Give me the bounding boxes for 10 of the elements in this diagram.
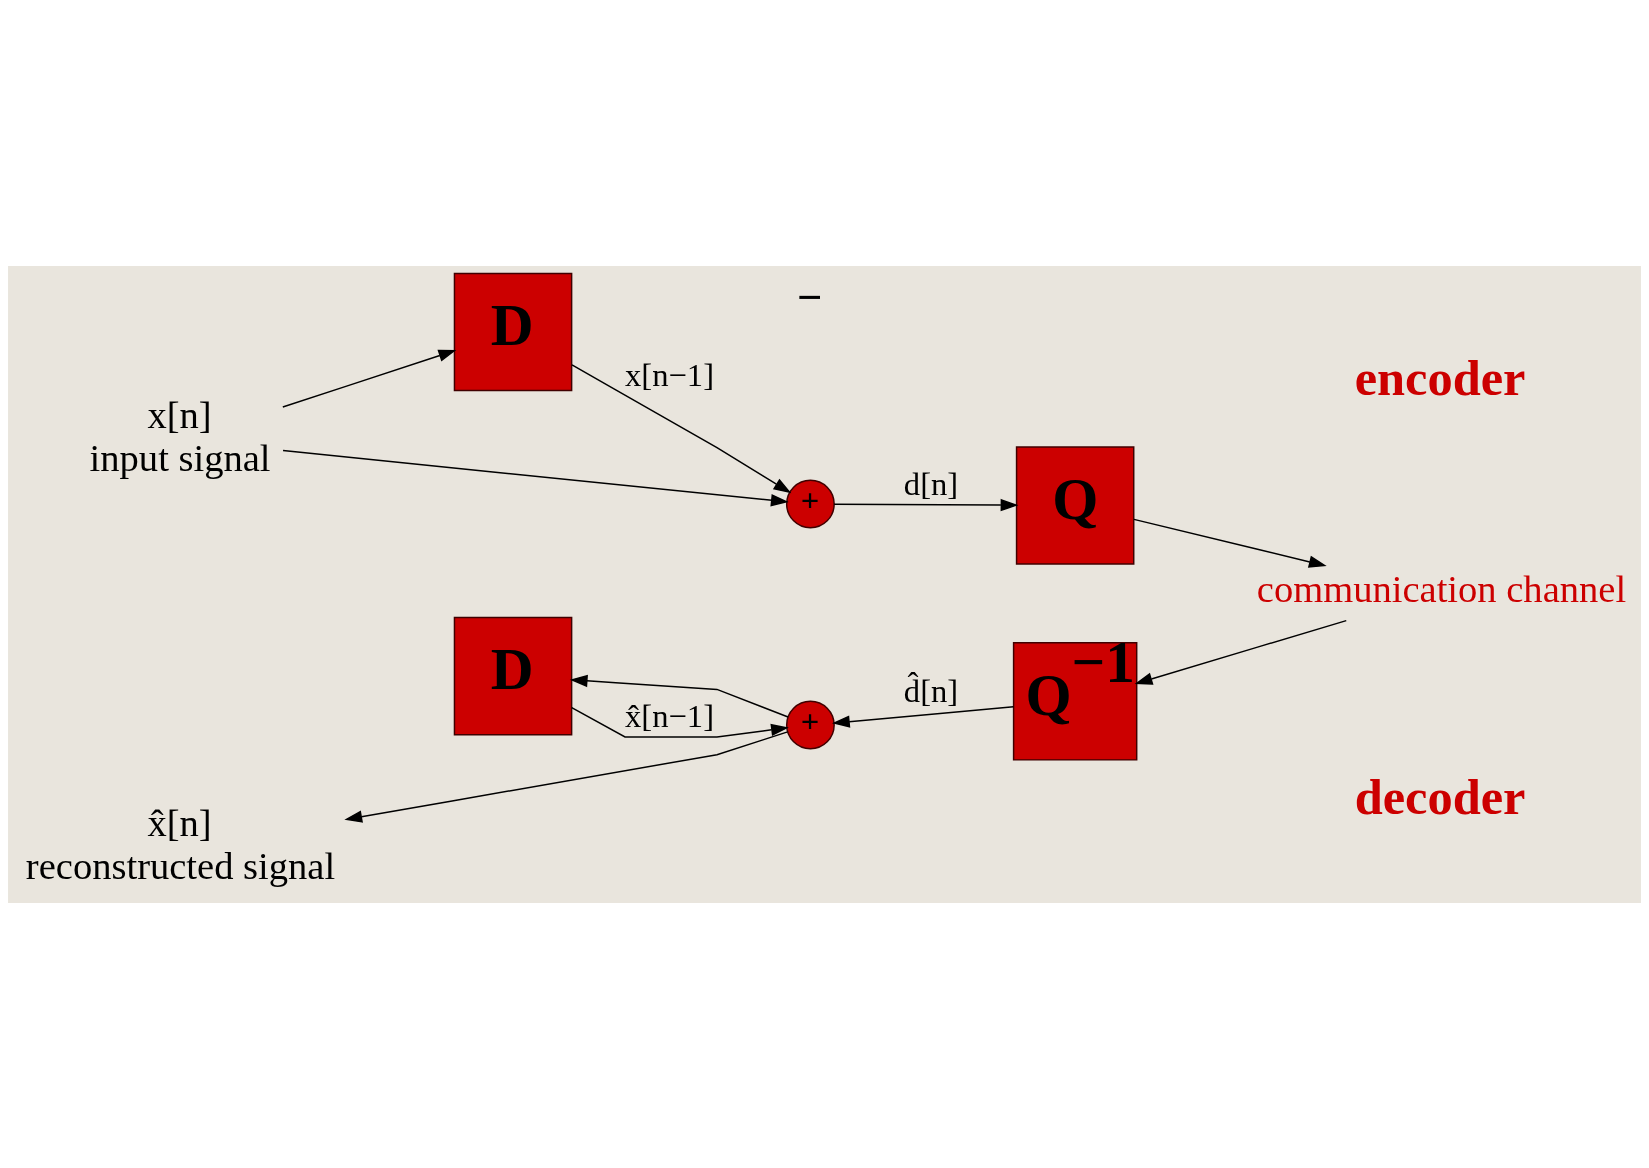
node-text: x[n] input signal — [89, 393, 271, 479]
node-text: x̂[n] reconstructed signal — [25, 801, 336, 887]
node-text: communication channel — [1256, 567, 1627, 610]
edge-label: d[n] — [903, 465, 959, 502]
label: encoder — [1354, 349, 1526, 406]
edge-label: x[n−1] — [625, 356, 715, 393]
label: decoder — [1354, 768, 1526, 825]
edge-label: d̂[n] — [903, 672, 959, 709]
edge-label: x̂[n−1] — [625, 697, 715, 734]
label: − — [797, 271, 823, 322]
